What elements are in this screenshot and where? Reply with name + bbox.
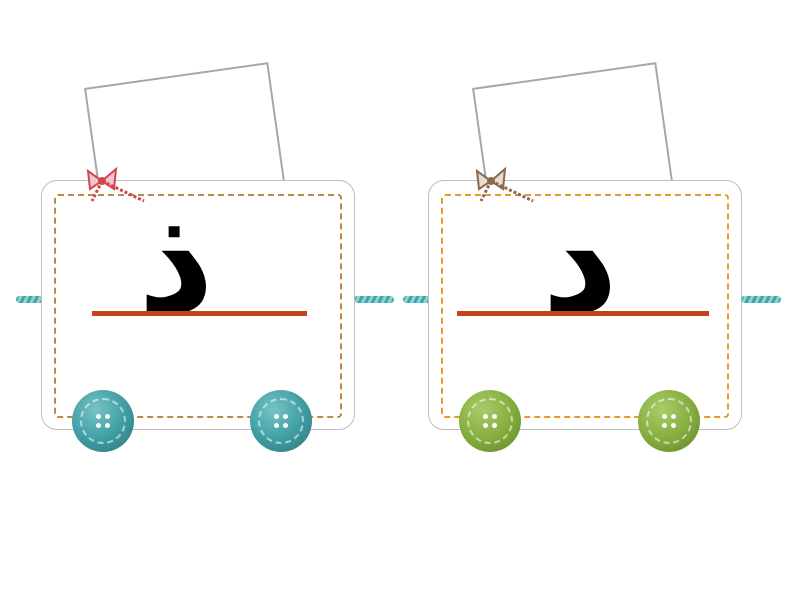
letter-card-dhal[interactable]: ذ <box>41 180 355 430</box>
button-icon <box>250 390 312 452</box>
button-icon <box>459 390 521 452</box>
card-stitch-border <box>54 194 342 418</box>
rope-right-end <box>741 296 781 303</box>
rope-left-end <box>16 296 44 303</box>
letter-underline <box>457 311 709 316</box>
button-icon <box>638 390 700 452</box>
bow-icon <box>86 166 145 203</box>
letter-card-dal[interactable]: د <box>428 180 742 430</box>
bow-icon <box>475 166 534 203</box>
rope-middle-right <box>403 296 431 303</box>
letter-underline <box>92 311 307 316</box>
card-stitch-border <box>441 194 729 418</box>
button-icon <box>72 390 134 452</box>
rope-middle-left <box>354 296 394 303</box>
